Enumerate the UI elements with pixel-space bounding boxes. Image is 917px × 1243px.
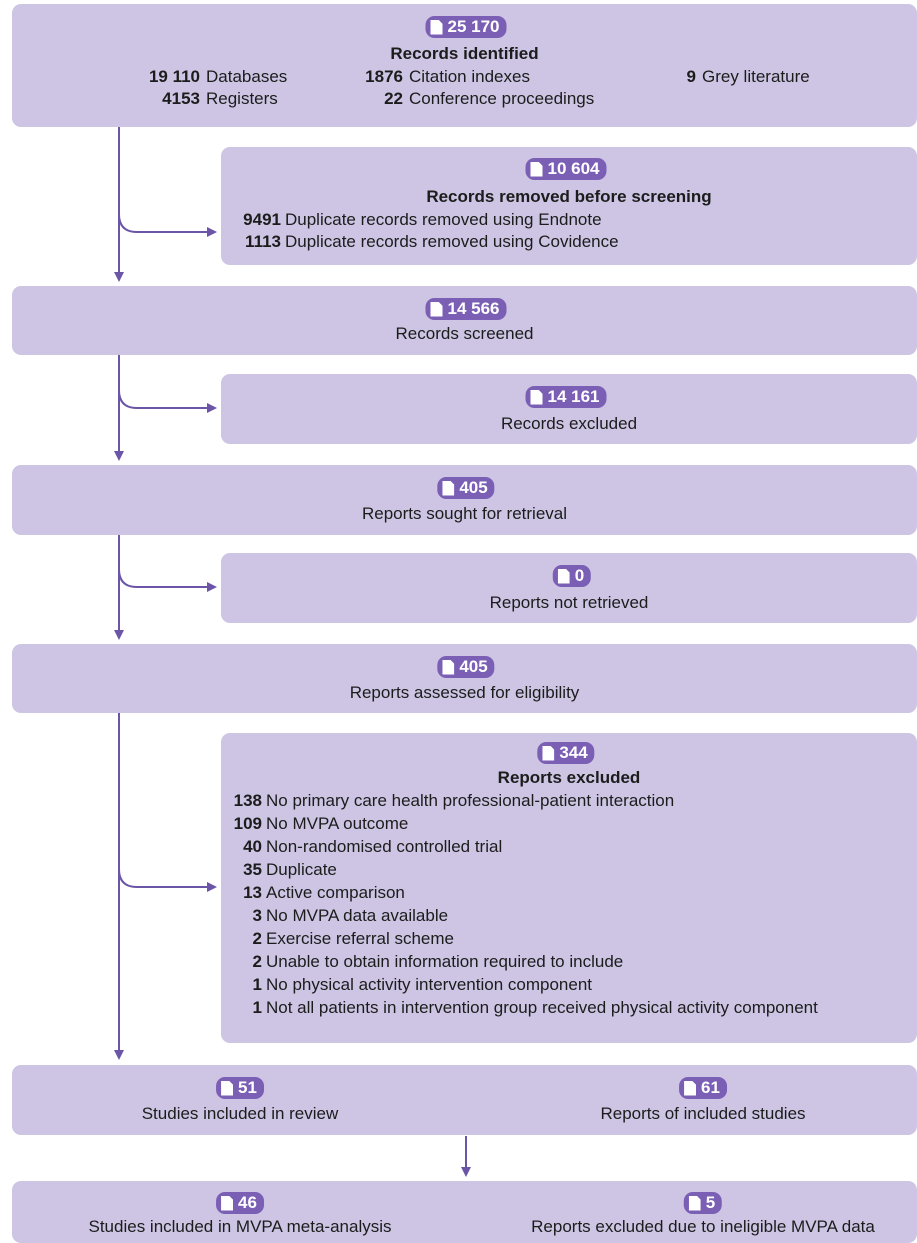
final-box: 46 Studies included in MVPA meta-analysi… bbox=[12, 1181, 917, 1243]
exclusion-reason-count: 3 bbox=[252, 906, 262, 925]
exclusion-reason-label: No MVPA outcome bbox=[266, 814, 409, 833]
exclusion-reason-label: Duplicate bbox=[266, 860, 337, 879]
records-screened-box: 14 566 Records screened bbox=[12, 286, 917, 355]
reports-excluded-title: Reports excluded bbox=[497, 768, 641, 787]
meta-analysis-title: Studies included in MVPA meta-analysis bbox=[88, 1217, 392, 1236]
document-icon bbox=[442, 480, 455, 496]
conference-proceedings-count: 22 bbox=[384, 89, 403, 108]
reports-excluded-box: 344 Reports excluded 138 No primary care… bbox=[221, 733, 917, 1043]
reports-not-retrieved-badge: 0 bbox=[552, 565, 592, 587]
exclusion-reason-label: Active comparison bbox=[266, 883, 405, 902]
reports-sought-title: Reports sought for retrieval bbox=[361, 504, 568, 523]
branch-arrow-not-retrieved bbox=[118, 568, 217, 592]
document-icon bbox=[688, 1195, 701, 1211]
document-icon bbox=[221, 1195, 234, 1211]
document-icon bbox=[430, 19, 443, 35]
records-identified-box: 25 170 Records identified 19 110 Databas… bbox=[12, 4, 917, 127]
records-removed-badge: 10 604 bbox=[525, 158, 607, 180]
document-icon bbox=[221, 1080, 234, 1096]
ineligible-mvpa-title: Reports excluded due to ineligible MVPA … bbox=[531, 1217, 875, 1236]
records-removed-title: Records removed before screening bbox=[426, 187, 712, 206]
reports-of-included-badge: 61 bbox=[679, 1077, 727, 1099]
exclusion-reason-label: No MVPA data available bbox=[266, 906, 449, 925]
reports-assessed-badge: 405 bbox=[437, 656, 495, 678]
citation-indexes-label: Citation indexes bbox=[409, 67, 530, 86]
studies-included-badge: 51 bbox=[216, 1077, 264, 1099]
grey-literature-count: 9 bbox=[686, 67, 696, 86]
exclusion-reason-count: 35 bbox=[243, 860, 262, 879]
exclusion-reason-count: 2 bbox=[252, 952, 262, 971]
conference-proceedings-label: Conference proceedings bbox=[409, 89, 595, 108]
exclusion-reason-count: 1 bbox=[252, 998, 262, 1017]
exclusion-reason-count: 138 bbox=[233, 791, 262, 810]
covidence-duplicates-count: 1113 bbox=[245, 232, 281, 251]
reports-assessed-box: 405 Reports assessed for eligibility bbox=[12, 644, 917, 713]
endnote-duplicates-label: Duplicate records removed using Endnote bbox=[285, 210, 602, 229]
document-icon bbox=[542, 745, 555, 761]
exclusion-reason-count: 13 bbox=[243, 883, 262, 902]
grey-literature-label: Grey literature bbox=[702, 67, 810, 86]
endnote-duplicates-count: 9491 bbox=[243, 210, 281, 229]
reports-excluded-badge: 344 bbox=[537, 742, 595, 764]
branch-arrow-records-excluded bbox=[118, 389, 217, 413]
exclusion-reason-count: 109 bbox=[233, 814, 262, 833]
exclusion-reason-label: Unable to obtain information required to… bbox=[266, 952, 624, 971]
covidence-duplicates-label: Duplicate records removed using Covidenc… bbox=[285, 232, 619, 251]
exclusion-reason-label: No physical activity intervention compon… bbox=[266, 975, 592, 994]
records-identified-badge: 25 170 bbox=[425, 16, 507, 38]
document-icon bbox=[530, 161, 543, 177]
branch-arrow-removed bbox=[118, 213, 217, 237]
citation-indexes-count: 1876 bbox=[365, 67, 403, 86]
exclusion-reason-count: 1 bbox=[252, 975, 262, 994]
exclusion-reason-count: 40 bbox=[243, 837, 262, 856]
reports-sought-badge: 405 bbox=[437, 477, 495, 499]
document-icon bbox=[430, 301, 443, 317]
document-icon bbox=[557, 568, 570, 584]
records-excluded-box: 14 161 Records excluded bbox=[221, 374, 917, 444]
registers-count: 4153 bbox=[162, 89, 200, 108]
exclusion-reason-label: Non-randomised controlled trial bbox=[266, 837, 503, 856]
branch-arrow-reports-excluded bbox=[118, 868, 217, 892]
records-screened-title: Records screened bbox=[395, 324, 534, 343]
records-removed-box: 10 604 Records removed before screening … bbox=[221, 147, 917, 265]
exclusion-reason-label: Not all patients in intervention group r… bbox=[266, 998, 818, 1017]
exclusion-reason-count: 2 bbox=[252, 929, 262, 948]
records-excluded-title: Records excluded bbox=[500, 414, 638, 433]
included-box: 51 Studies included in review 61 Reports… bbox=[12, 1065, 917, 1135]
document-icon bbox=[442, 659, 455, 675]
databases-label: Databases bbox=[206, 67, 288, 86]
meta-analysis-badge: 46 bbox=[216, 1192, 264, 1214]
registers-label: Registers bbox=[206, 89, 278, 108]
studies-included-title: Studies included in review bbox=[141, 1104, 339, 1123]
exclusion-reason-label: Exercise referral scheme bbox=[266, 929, 455, 948]
exclusion-reason-label: No primary care health professional-pati… bbox=[266, 791, 675, 810]
reports-not-retrieved-box: 0 Reports not retrieved bbox=[221, 553, 917, 623]
ineligible-mvpa-badge: 5 bbox=[683, 1192, 723, 1214]
reports-of-included-title: Reports of included studies bbox=[600, 1104, 806, 1123]
document-icon bbox=[530, 389, 543, 405]
records-screened-badge: 14 566 bbox=[425, 298, 507, 320]
records-identified-title: Records identified bbox=[390, 44, 539, 63]
records-excluded-badge: 14 161 bbox=[525, 386, 607, 408]
document-icon bbox=[684, 1080, 697, 1096]
reports-not-retrieved-title: Reports not retrieved bbox=[489, 593, 649, 612]
reports-sought-box: 405 Reports sought for retrieval bbox=[12, 465, 917, 535]
reports-assessed-title: Reports assessed for eligibility bbox=[349, 683, 580, 702]
databases-count: 19 110 bbox=[148, 67, 200, 86]
